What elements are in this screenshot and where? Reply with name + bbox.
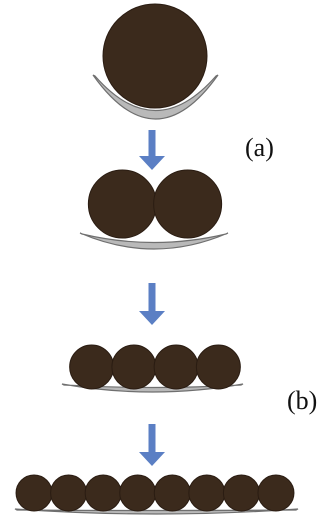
arrow-shape (139, 130, 165, 170)
sphere (69, 344, 115, 390)
stage-3 (61, 344, 244, 393)
sphere (87, 169, 157, 239)
sphere (102, 3, 208, 109)
sphere (153, 169, 223, 239)
sphere (222, 474, 260, 512)
stage-1 (92, 3, 219, 120)
sphere (50, 474, 88, 512)
sphere (188, 474, 226, 512)
label-b: (b) (287, 386, 317, 415)
arrow-shape (139, 283, 165, 325)
sphere (84, 474, 122, 512)
tray-2 (79, 232, 229, 250)
sphere (153, 344, 199, 390)
arrow-shape (139, 424, 165, 466)
label-a: (a) (245, 133, 274, 162)
arrows-layer (139, 130, 165, 466)
down-arrow-icon (139, 130, 165, 170)
sphere (153, 474, 191, 512)
tray-1 (92, 74, 219, 120)
tray-4 (14, 508, 299, 515)
stage-4 (14, 474, 299, 515)
stage-2 (79, 169, 229, 250)
sphere (257, 474, 295, 512)
sphere (111, 344, 157, 390)
sphere (15, 474, 53, 512)
down-arrow-icon (139, 283, 165, 325)
tray-3 (61, 383, 244, 393)
stages-layer (14, 3, 299, 515)
down-arrow-icon (139, 424, 165, 466)
sphere (195, 344, 241, 390)
sphere (119, 474, 157, 512)
